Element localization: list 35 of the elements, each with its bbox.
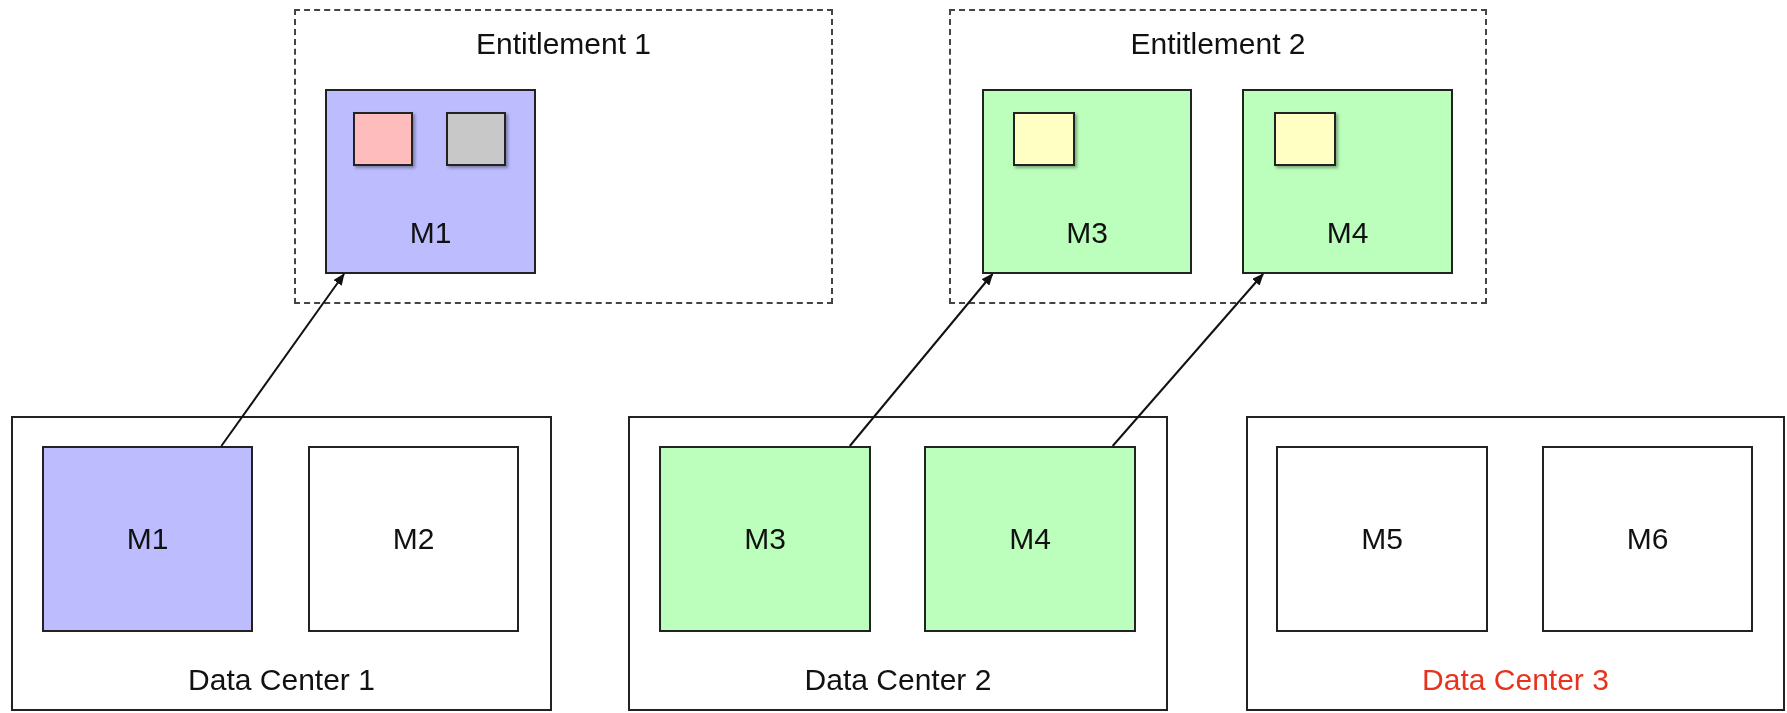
group-title: Data Center 1 [188, 665, 375, 695]
machine-box [924, 446, 1136, 632]
machine-box [325, 89, 536, 274]
group-title: Entitlement 1 [475, 29, 652, 59]
data-center-box [628, 416, 1168, 711]
small-square [1274, 112, 1336, 166]
dashed-group-box [949, 9, 1487, 304]
group-title: Data Center 2 [804, 665, 992, 695]
data-center-box [1246, 416, 1785, 711]
data-center-box [11, 416, 552, 711]
machine-box [1242, 89, 1453, 274]
machine-label: M4 [1326, 218, 1369, 248]
machine-label: M3 [744, 524, 786, 554]
machine-label: M6 [1626, 524, 1669, 554]
dashed-group-box [294, 9, 833, 304]
machine-box [308, 446, 519, 632]
arrow [848, 273, 994, 447]
machine-label: M1 [409, 218, 452, 248]
machine-label: M3 [1066, 218, 1108, 248]
group-title: Data Center 3 [1422, 665, 1609, 695]
machine-label: M5 [1361, 524, 1403, 554]
machine-label: M1 [126, 524, 169, 554]
small-square [446, 112, 506, 166]
arrow [1111, 273, 1265, 447]
machine-box [42, 446, 253, 632]
machine-box [982, 89, 1192, 274]
small-square [1013, 112, 1075, 166]
small-square [353, 112, 413, 166]
machine-label: M4 [1009, 524, 1051, 554]
machine-box [659, 446, 871, 632]
machine-box [1542, 446, 1753, 632]
machine-label: M2 [392, 524, 435, 554]
arrow [220, 273, 345, 447]
machine-box [1276, 446, 1488, 632]
group-title: Entitlement 2 [1130, 29, 1306, 59]
